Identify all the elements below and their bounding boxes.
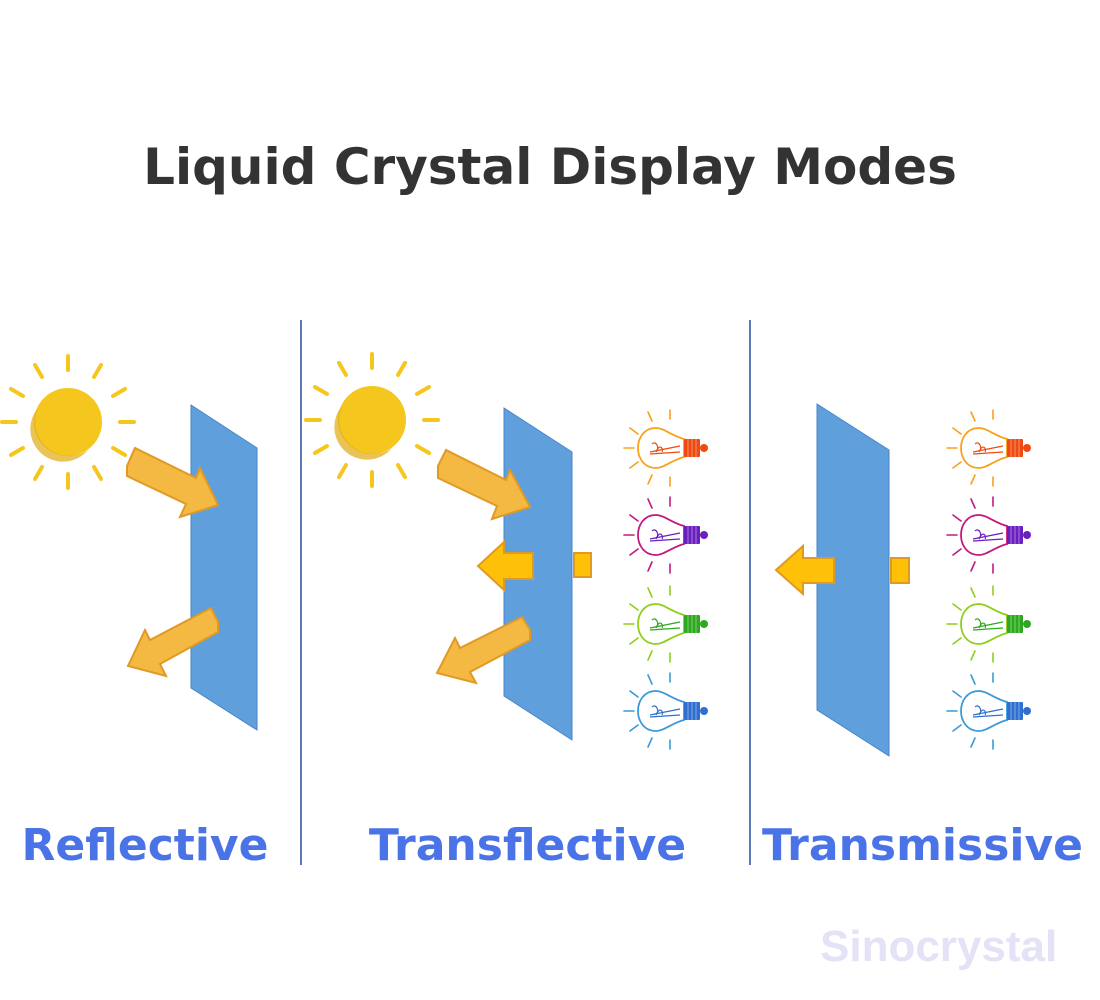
light-bulb-icon <box>623 672 708 750</box>
sun-icon <box>0 354 136 490</box>
lcd-panel <box>190 404 258 731</box>
label-transflective: Transflective <box>368 820 687 871</box>
incoming-light-arrow <box>437 448 532 521</box>
reflected-light-arrow <box>435 615 531 685</box>
light-bulb-icon <box>946 496 1031 574</box>
divider-right <box>749 320 751 865</box>
transmitted-light-arrow <box>774 543 910 597</box>
transmissive-diagram <box>774 403 910 757</box>
light-bulb-icon <box>946 585 1031 663</box>
light-bulb-icon <box>946 409 1031 487</box>
light-bulb-icon <box>946 672 1031 750</box>
sun-icon <box>304 352 440 488</box>
page-title: Liquid Crystal Display Modes <box>143 138 957 196</box>
light-bulb-icon <box>623 585 708 663</box>
light-bulb-icon <box>623 496 708 574</box>
label-reflective: Reflective <box>21 820 269 871</box>
lcd-panel <box>816 403 890 757</box>
incoming-light-arrow <box>126 446 220 519</box>
light-bulb-icon <box>623 409 708 487</box>
transflective-diagram <box>304 352 592 741</box>
reflective-diagram <box>0 354 258 731</box>
reflected-light-arrow <box>126 606 219 678</box>
backlight-bulbs <box>623 409 1031 750</box>
divider-left <box>300 320 302 865</box>
label-transmissive: Transmissive <box>762 820 1083 871</box>
watermark: Sinocrystal <box>820 922 1058 971</box>
transmitted-light-arrow <box>476 539 592 593</box>
